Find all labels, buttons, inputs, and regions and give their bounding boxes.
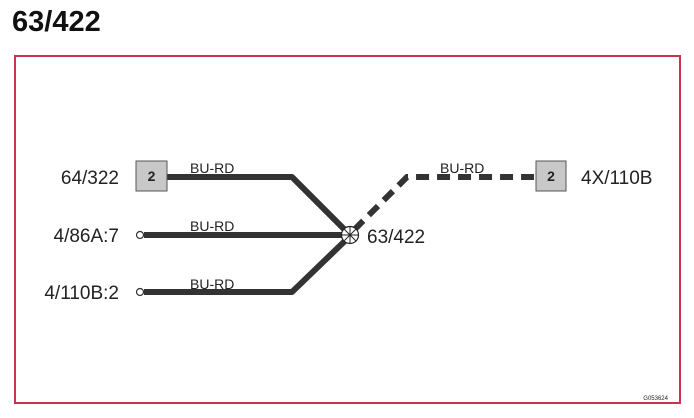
terminal-icon-mid <box>135 230 145 240</box>
splice-label: 63/422 <box>367 227 425 248</box>
wire-label-top: BU-RD <box>190 160 234 176</box>
connector-pin-left: 2 <box>148 168 156 184</box>
connector-label-left-mid: 4/86A:7 <box>54 226 120 247</box>
wire-right-dashed <box>351 174 536 233</box>
splice-icon <box>340 225 360 245</box>
wire-top <box>167 174 351 236</box>
connector-pin-right: 2 <box>547 168 555 184</box>
diagram-frame <box>14 55 681 404</box>
connector-label-left-bottom: 4/110B:2 <box>44 283 119 304</box>
connector-box-right <box>535 160 567 192</box>
wire-label-mid: BU-RD <box>190 218 234 234</box>
figure-reference: G053624 <box>643 396 668 402</box>
wire-label-right: BU-RD <box>440 160 484 176</box>
wire-label-bottom: BU-RD <box>190 276 234 292</box>
page-title: 63/422 <box>12 6 101 38</box>
terminal-icon-bottom <box>135 287 145 297</box>
wire-bottom <box>144 235 351 295</box>
connector-box-left <box>135 160 168 192</box>
connector-label-right: 4X/110B <box>581 168 652 189</box>
connector-label-left-top: 64/322 <box>61 168 119 189</box>
